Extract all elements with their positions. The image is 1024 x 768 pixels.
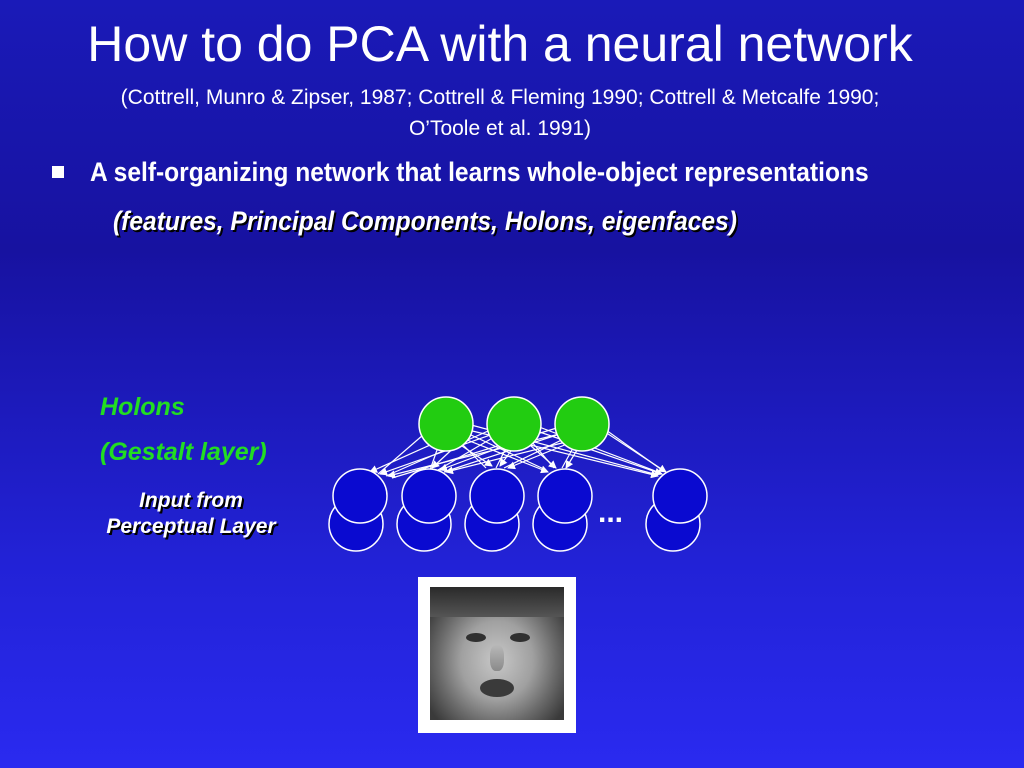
neural-network-diagram [328, 396, 708, 552]
left-eye [466, 633, 486, 642]
input-layer-label: Input from Perceptual Layer [76, 488, 306, 540]
connection-line [507, 441, 573, 470]
hair [430, 587, 564, 617]
face-image-frame [418, 577, 576, 733]
holon-node-3 [554, 396, 610, 452]
citation-line-1: (Cottrell, Munro & Zipser, 1987; Cottrel… [120, 86, 880, 109]
connection-line [445, 439, 575, 475]
right-eye [510, 633, 530, 642]
face-image [430, 587, 564, 720]
input-node-2 [401, 468, 457, 524]
bullet-text: A self-organizing network that learns wh… [90, 157, 869, 187]
mouth [480, 679, 514, 697]
citation: (Cottrell, Munro & Zipser, 1987; Cottrel… [0, 82, 1000, 144]
ellipsis: ... [598, 496, 624, 529]
input-label-line-1: Input from [139, 489, 243, 512]
holon-node-2 [486, 396, 542, 452]
bullet-square-icon [52, 166, 64, 178]
bullet-subtext: (features, Principal Components, Holons,… [113, 206, 737, 236]
connection-line [527, 427, 663, 476]
input-label-line-2: Perceptual Layer [106, 515, 276, 538]
connection-line [387, 429, 577, 479]
holons-label: Holons [100, 393, 185, 421]
nose [490, 645, 504, 671]
gestalt-layer-label: (Gestalt layer) [100, 438, 267, 466]
slide-title: How to do PCA with a neural network [87, 16, 913, 72]
citation-line-2: O’Toole et al. 1991) [408, 117, 592, 140]
input-node-5 [652, 468, 708, 524]
input-node-3 [469, 468, 525, 524]
holon-node-1 [418, 396, 474, 452]
input-node-1 [332, 468, 388, 524]
input-node-4 [537, 468, 593, 524]
connection-line [391, 422, 571, 479]
